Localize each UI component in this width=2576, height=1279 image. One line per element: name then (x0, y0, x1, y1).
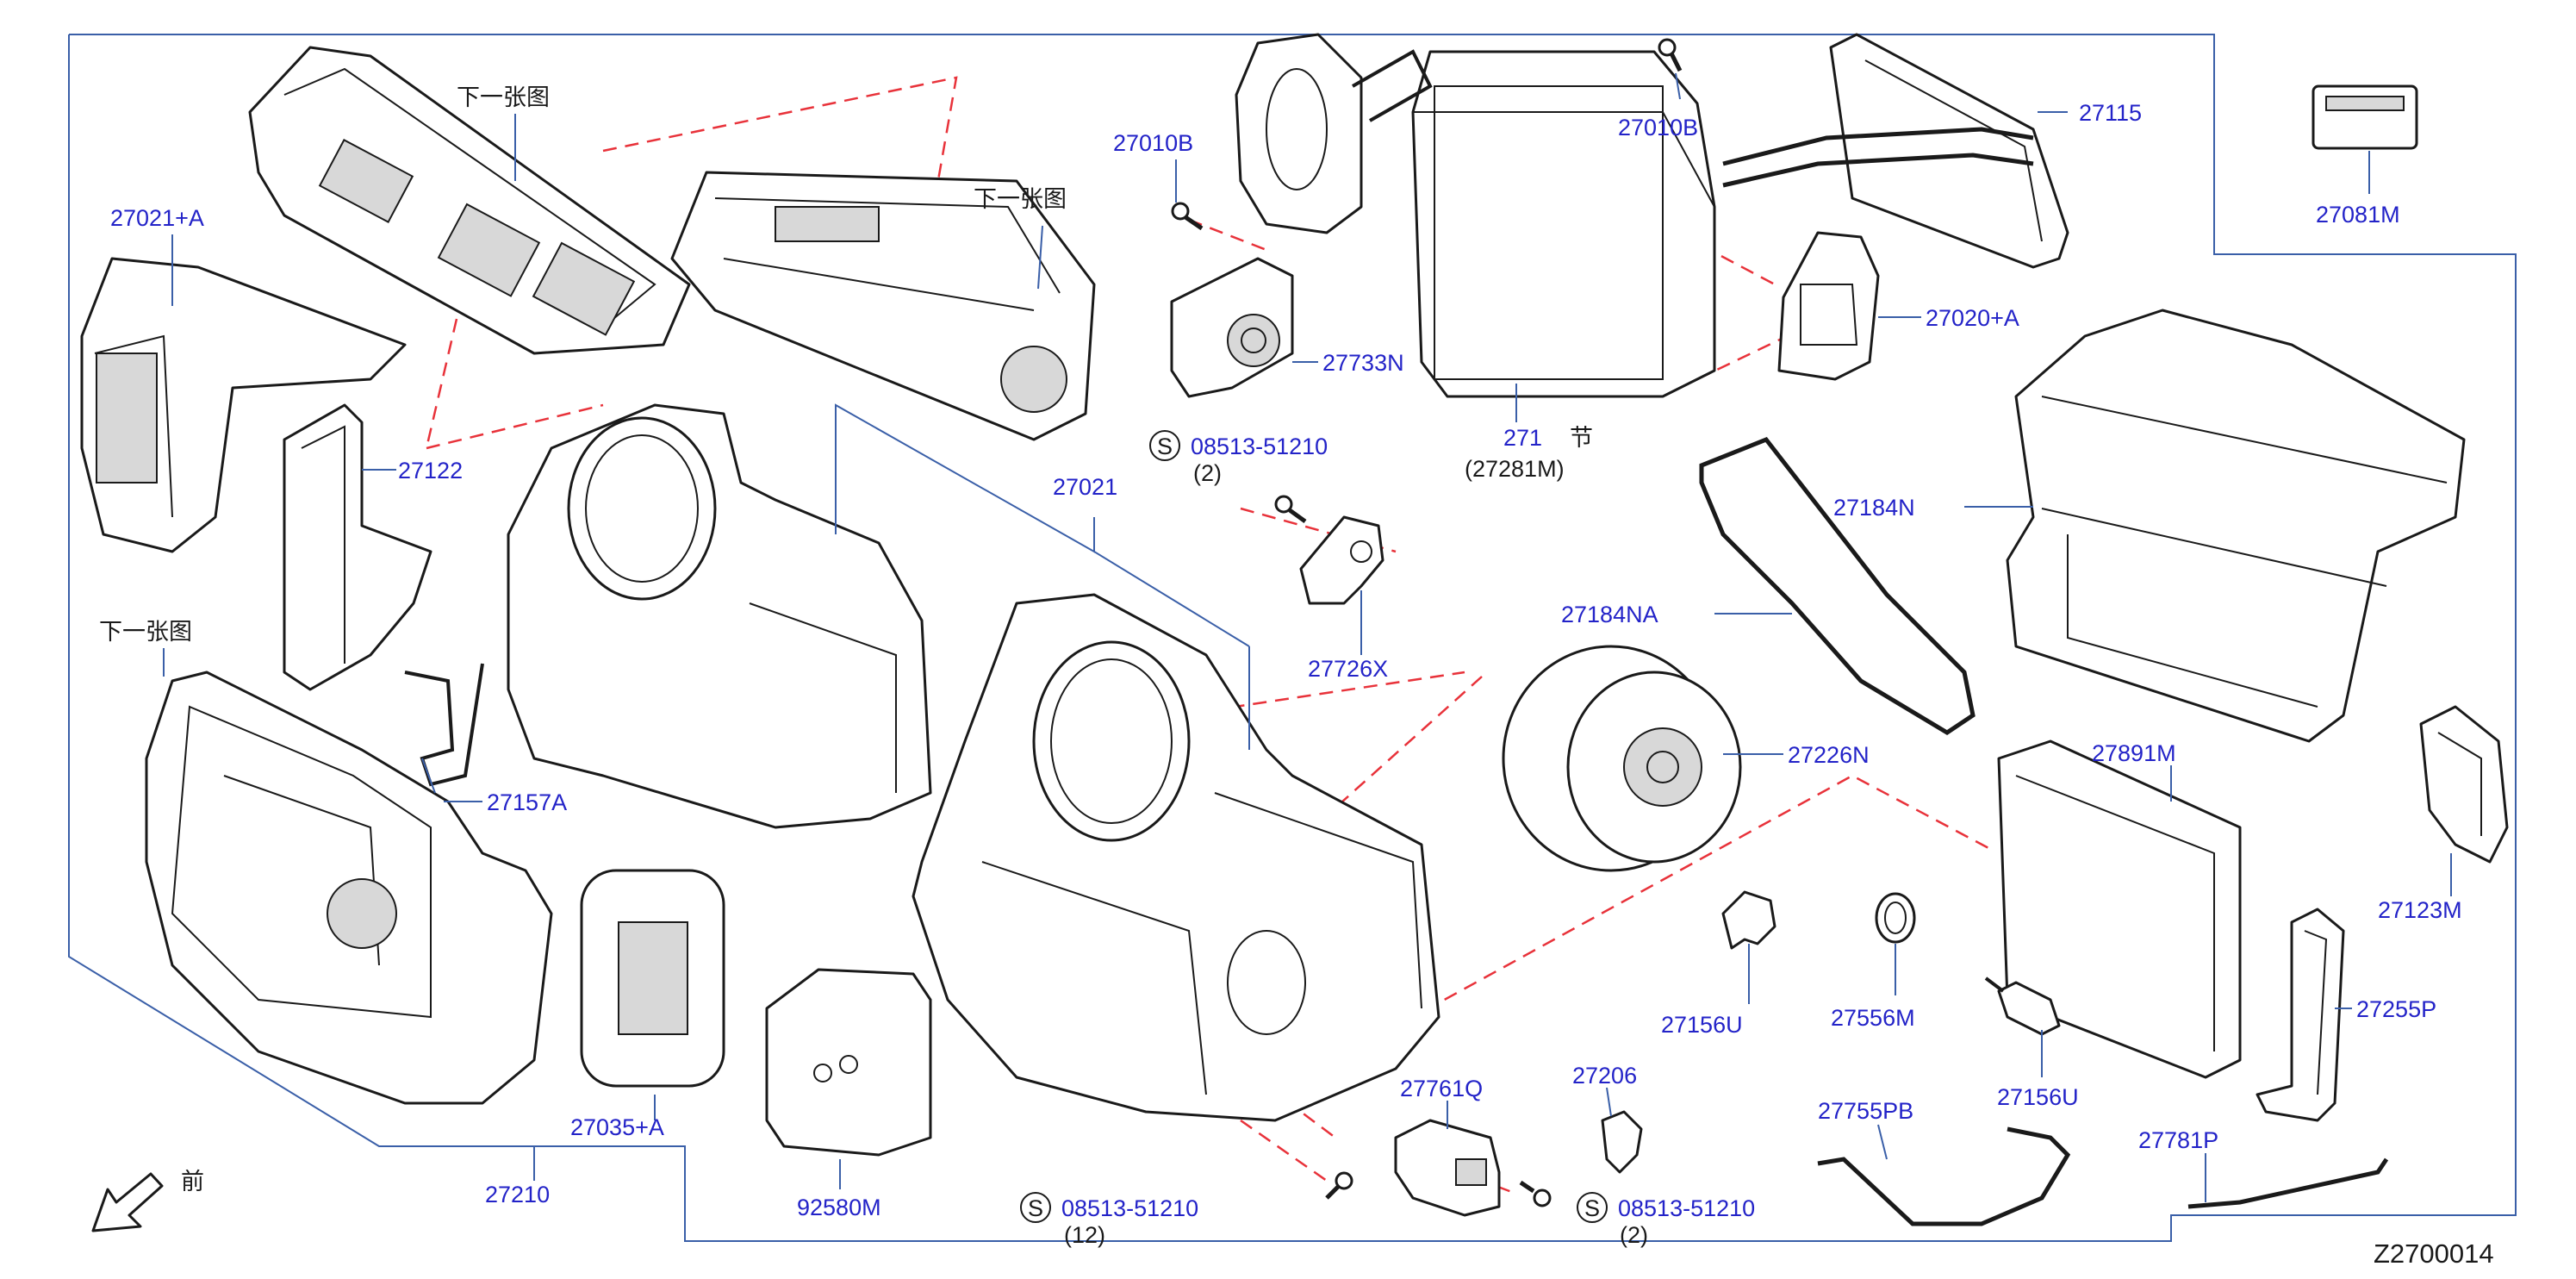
clip-27156U-a (1721, 890, 1776, 950)
screw-marker-bl (1020, 1192, 1051, 1223)
part-labels: 下一张图 下一张图 下一张图 27021+A 27122 27157A 2721… (99, 84, 2494, 1269)
wire-frame-27184NA (1699, 436, 1976, 735)
leader-lines (163, 72, 2452, 1202)
label-27781P: 27781P (2138, 1127, 2218, 1153)
wire-clip-27157A (404, 663, 484, 787)
label-27010B-left: 27010B (1113, 130, 1193, 156)
screw-marker-bl-letter: S (1028, 1195, 1043, 1221)
heater-core-27115 (1722, 33, 2069, 269)
upper-duct-part (248, 46, 691, 355)
blower-housing-27210 (145, 671, 553, 1105)
label-27035A: 27035+A (570, 1114, 664, 1140)
see-next-label-left: 下一张图 (99, 619, 192, 645)
heater-housing-lower (912, 593, 1440, 1122)
label-27281M: (27281M) (1465, 456, 1565, 482)
bracket-27123M (2419, 705, 2509, 864)
label-27184NA: 27184NA (1561, 602, 1658, 627)
label-27206: 27206 (1572, 1063, 1637, 1089)
label-27021A: 27021+A (110, 205, 204, 231)
label-27556M: 27556M (1831, 1005, 1915, 1031)
label-27255P: 27255P (2356, 996, 2436, 1022)
diagram-code: Z2700014 (2374, 1238, 2494, 1269)
evaporator-end-plate (1235, 33, 1433, 234)
actuator-27733N (1170, 257, 1294, 398)
label-27156U-a: 27156U (1661, 1012, 1743, 1038)
label-27122: 27122 (398, 458, 463, 484)
left-duct-part (80, 257, 407, 553)
screw-marker-top (1149, 430, 1180, 461)
boundary-frame (68, 34, 2517, 1242)
label-27156U-b: 27156U (1997, 1084, 2079, 1110)
label-271: 271 (1503, 425, 1542, 451)
see-next-label-top: 下一张图 (457, 84, 550, 110)
label-27115: 27115 (2079, 100, 2142, 126)
front-arrow-icon (91, 1172, 164, 1232)
label-27755PB: 27755PB (1818, 1098, 1913, 1124)
pad-92580M (765, 968, 932, 1157)
label-08513-br-qty: (2) (1620, 1222, 1648, 1248)
clip-27206 (1601, 1110, 1643, 1174)
label-27020A: 27020+A (1926, 305, 2019, 331)
rod-27755PB (1817, 1126, 2071, 1226)
label-27891M: 27891M (2092, 740, 2176, 766)
evaporator-core (1411, 50, 1716, 398)
screw-bottom-left (1325, 1171, 1353, 1200)
label-08513-top: 08513-51210 (1191, 434, 1328, 459)
label-27726X: 27726X (1308, 656, 1388, 682)
bracket-27122 (283, 403, 432, 691)
blower-motor-27226N (1502, 645, 1742, 872)
label-27733N: 27733N (1322, 350, 1404, 376)
label-08513-bl-qty: (12) (1064, 1222, 1105, 1248)
label-27157A: 27157A (487, 789, 567, 815)
label-27123M: 27123M (2378, 897, 2462, 923)
screw-top (1274, 495, 1307, 524)
rod-27781P (2187, 1157, 2389, 1209)
screw-marker-top-letter: S (1157, 434, 1173, 459)
label-tag-27081M (2312, 84, 2418, 150)
screw-27010B-left (1171, 202, 1204, 231)
label-27226N: 27226N (1788, 742, 1870, 768)
label-27761Q: 27761Q (1400, 1076, 1483, 1101)
screw-bottom-right (1519, 1180, 1552, 1207)
label-note: 节 (1570, 425, 1593, 451)
center-upper-housing (670, 171, 1096, 441)
see-next-label-center: 下一张图 (974, 186, 1067, 212)
heater-housing-upper (507, 403, 932, 829)
label-27184N: 27184N (1833, 495, 1915, 521)
label-08513-top-qty: (2) (1193, 460, 1222, 486)
label-27081M: 27081M (2316, 202, 2400, 228)
clip-27156U-b (1984, 976, 2061, 1036)
label-27010B-right: 27010B (1618, 115, 1698, 140)
seal-strip-27255P (2256, 908, 2345, 1122)
label-27210: 27210 (485, 1182, 550, 1207)
seal-27020A (1777, 231, 1880, 381)
foam-filter-27035A (580, 869, 725, 1088)
screw-marker-br (1577, 1192, 1608, 1223)
front-label: 前 (181, 1169, 204, 1195)
screw-27010B-right (1658, 38, 1683, 72)
resistor-27761Q (1394, 1119, 1501, 1217)
label-08513-br: 08513-51210 (1618, 1195, 1755, 1221)
label-92580M: 92580M (797, 1195, 881, 1220)
screw-marker-br-letter: S (1584, 1195, 1600, 1221)
filter-case-27184N (2006, 309, 2466, 743)
label-27021: 27021 (1053, 474, 1117, 500)
label-08513-bl: 08513-51210 (1061, 1195, 1198, 1221)
spring-27556M (1875, 892, 1916, 944)
sensor-27726X (1299, 515, 1384, 605)
